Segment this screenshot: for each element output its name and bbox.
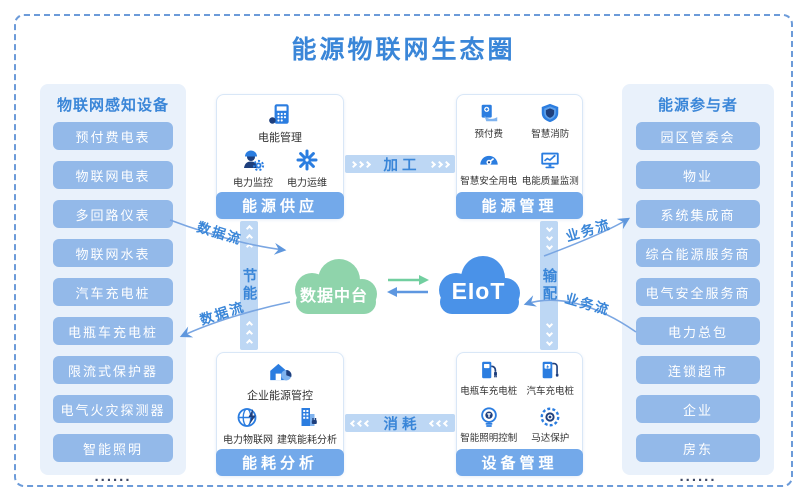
consumption-flow-label: 消耗 [383, 416, 421, 433]
energy-management-card: 预付费 智慧消防 智慧安全用电 [456, 94, 583, 219]
process-flow-label: 加工 [383, 157, 421, 174]
item-label: 电力监控 [233, 177, 273, 189]
item-label: 预付费 [474, 128, 503, 140]
energy-management-card-title: 能源管理 [456, 192, 583, 219]
item-label: 汽车充电桩 [526, 386, 574, 398]
safe-power-icon [480, 155, 498, 165]
item-label: 电力物联网 [223, 435, 273, 446]
feature-label: 企业能源管控 [247, 390, 313, 402]
consumption-flow-band: 消耗 [345, 414, 455, 433]
device-pill: 智能照明 [53, 434, 173, 462]
business-flow-arrow-to-participants [543, 217, 631, 257]
car-charging-icon [542, 362, 559, 379]
data-platform-label: 数据中台 [299, 288, 368, 305]
item-label: 建筑能耗分析 [277, 435, 337, 446]
item-label: 电瓶车充电桩 [460, 386, 518, 398]
device-pill: 多回路仪表 [53, 200, 173, 228]
device-pill: 物联网水表 [53, 239, 173, 267]
energy-participants-header: 能源参与者 [657, 97, 738, 114]
data-platform-cloud: 数据中台 [284, 252, 384, 318]
process-flow-band: 加工 [345, 155, 455, 174]
iot-devices-panel: 物联网感知设备 预付费电表 物联网电表 多回路仪表 物联网水表 汽车充电桩 电瓶… [40, 84, 186, 484]
participant-pill: 系统集成商 [636, 200, 760, 228]
participant-pill: 综合能源服务商 [636, 239, 760, 267]
eiot-cloud: EIoT [429, 248, 528, 318]
participant-pill: 物业 [636, 161, 760, 189]
page-title: 能源物联网生态圈 [291, 36, 516, 64]
eiot-label: EIoT [451, 278, 506, 304]
motor-protection-icon [540, 407, 560, 427]
participant-pill: 电气安全服务商 [636, 278, 760, 306]
ellipsis: ...... [94, 468, 132, 485]
cloud-icon [439, 256, 520, 314]
item-label: 智能照明控制 [460, 432, 518, 444]
iot-devices-header: 物联网感知设备 [56, 97, 169, 114]
smart-lighting-icon [480, 407, 497, 427]
distribution-flow-label: 输配 [540, 268, 557, 303]
saving-flow-label: 节能 [240, 268, 257, 303]
cloud-icon [295, 259, 377, 314]
device-pill: 电气火灾探测器 [53, 395, 173, 423]
device-management-card-title: 设备管理 [456, 449, 583, 476]
chevron-left-icon [349, 419, 372, 427]
participant-pill: 企业 [636, 395, 760, 423]
meter-management-icon [269, 104, 289, 125]
item-label: 智慧消防 [531, 128, 570, 140]
item-label: 马达保护 [531, 432, 570, 444]
exchange-arrows [387, 275, 429, 297]
ebike-charging-icon [481, 362, 497, 379]
item-label: 电力运维 [287, 177, 327, 189]
power-iot-icon [237, 408, 257, 427]
participant-pill: 连锁超市 [636, 356, 760, 384]
data-flow-arrow-to-platform [169, 219, 287, 255]
power-ops-icon [296, 149, 318, 171]
enterprise-energy-icon [270, 363, 292, 381]
saving-flow-band: 节能 [240, 221, 258, 350]
device-pill: 电瓶车充电桩 [53, 317, 173, 345]
device-pill: 物联网电表 [53, 161, 173, 189]
chevron-left-icon [428, 419, 451, 427]
device-pill: 预付费电表 [53, 122, 173, 150]
business-flow-arrow-to-eiot [523, 295, 637, 333]
ellipsis: ...... [679, 468, 717, 485]
chevron-right-icon [428, 160, 451, 168]
item-label: 电能质量监测 [521, 175, 579, 187]
device-pill: 限流式保护器 [53, 356, 173, 384]
device-pill: 汽车充电桩 [53, 278, 173, 306]
participant-pill: 园区管委会 [636, 122, 760, 150]
prepaid-icon [481, 104, 497, 121]
energy-participants-panel: 能源参与者 园区管委会 物业 系统集成商 综合能源服务商 电气安全服务商 电力总… [622, 84, 774, 484]
chevron-right-icon [349, 160, 372, 168]
energy-supply-card: 电能管理 电力监控 [216, 94, 344, 219]
device-management-card: 电瓶车充电桩 汽车充电桩 智能照明控制 [456, 352, 583, 476]
power-monitoring-icon [244, 150, 265, 171]
feature-label: 电能管理 [258, 132, 302, 145]
energy-supply-card-title: 能源供应 [216, 192, 344, 219]
energy-analysis-card: 企业能源管控 电力物联网 [216, 352, 344, 476]
participant-pill: 房东 [636, 434, 760, 462]
energy-analysis-card-title: 能耗分析 [216, 449, 344, 476]
fire-safety-icon [541, 103, 559, 122]
item-label: 智慧安全用电 [460, 175, 518, 187]
participant-pill: 电力总包 [636, 317, 760, 345]
data-flow-arrow-to-devices [179, 301, 291, 338]
quality-monitor-icon [541, 152, 559, 168]
building-energy-icon [301, 408, 317, 426]
diagram-border [14, 14, 793, 487]
